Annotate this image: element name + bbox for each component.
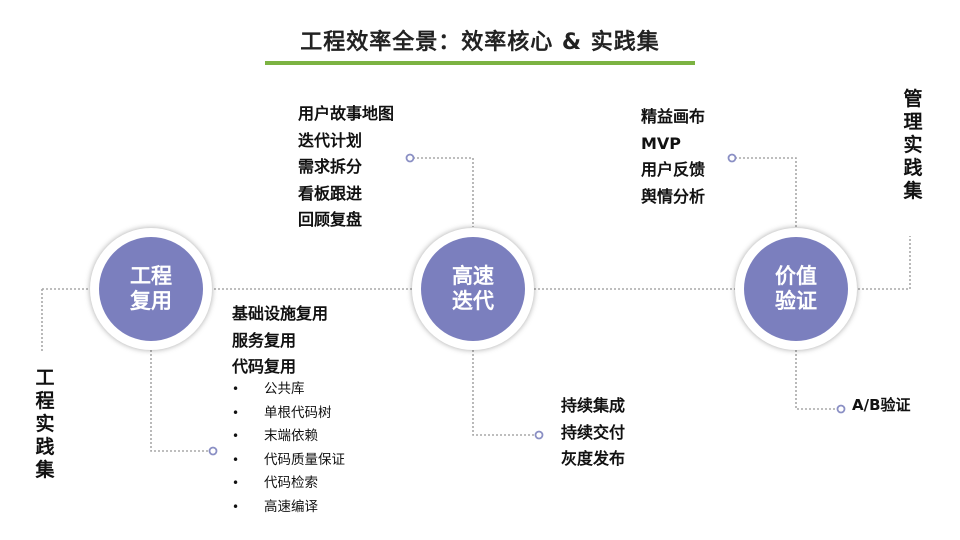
list-item: 回顾复盘 xyxy=(298,210,363,229)
main-axis-line xyxy=(42,236,911,290)
list-item: 末端依赖 xyxy=(232,425,345,449)
list-item: 需求拆分 xyxy=(298,157,363,176)
list-item: 看板跟进 xyxy=(298,183,363,203)
ab-test-label: A/B验证 xyxy=(852,396,911,414)
list-item: 代码复用 xyxy=(232,357,297,376)
list-item: 代码质量保证 xyxy=(232,449,345,473)
iteration-lower-line xyxy=(472,350,536,436)
node-fast-iteration-circle: 高速迭代 xyxy=(421,237,525,341)
node-fast-iteration: 高速迭代 xyxy=(412,228,534,350)
iteration-practices-list: 用户故事地图 迭代计划 需求拆分 看板跟进 回顾复盘 xyxy=(298,101,394,234)
list-item: MVP xyxy=(641,133,682,153)
connector-dot xyxy=(836,404,846,414)
node-reuse: 工程复用 xyxy=(90,228,212,350)
list-item: 用户反馈 xyxy=(641,160,706,179)
management-practice-set-label: 管理实践集 xyxy=(903,88,923,202)
list-item: 持续交付 xyxy=(561,422,626,442)
node-reuse-label: 工程复用 xyxy=(130,264,172,313)
list-item: 迭代计划 xyxy=(298,130,363,150)
connector-dot xyxy=(534,430,544,440)
list-item: 持续集成 xyxy=(561,396,626,415)
engineering-practice-set-label: 工程实践集 xyxy=(35,367,55,481)
connector-dot xyxy=(208,446,218,456)
list-item: 服务复用 xyxy=(232,330,297,350)
code-reuse-items-list: 公共库 单根代码树 末端依赖 代码质量保证 代码检索 高速编译 xyxy=(232,378,345,520)
list-item: 灰度发布 xyxy=(561,449,626,468)
node-value-validation: 价值验证 xyxy=(735,228,857,350)
node-reuse-circle: 工程复用 xyxy=(99,237,203,341)
delivery-practices-list: 持续集成 持续交付 灰度发布 xyxy=(561,393,625,473)
list-item: 基础设施复用 xyxy=(232,304,329,323)
node-value-validation-circle: 价值验证 xyxy=(744,237,848,341)
iteration-upper-line xyxy=(413,157,474,227)
title-underline xyxy=(265,61,695,65)
node-fast-iteration-label: 高速迭代 xyxy=(452,264,494,313)
list-item: 单根代码树 xyxy=(232,402,345,426)
validation-lower-line xyxy=(795,350,838,410)
list-item: 精益画布 xyxy=(641,107,706,126)
reuse-practices-list: 基础设施复用 服务复用 代码复用 xyxy=(232,301,328,381)
validation-practices-list: 精益画布 MVP 用户反馈 舆情分析 xyxy=(641,104,705,210)
list-item: 高速编译 xyxy=(232,496,345,520)
node-value-validation-label: 价值验证 xyxy=(775,264,817,313)
list-item: 公共库 xyxy=(232,378,345,402)
connector-dot xyxy=(405,153,415,163)
connector-dot xyxy=(727,153,737,163)
reuse-branch-line xyxy=(150,350,210,452)
list-item: 舆情分析 xyxy=(641,186,706,206)
list-item: 用户故事地图 xyxy=(298,104,395,123)
validation-upper-line xyxy=(735,157,797,227)
page-title: 工程效率全景：效率核心 & 实践集 xyxy=(300,30,660,55)
list-item: 代码检索 xyxy=(232,472,345,496)
